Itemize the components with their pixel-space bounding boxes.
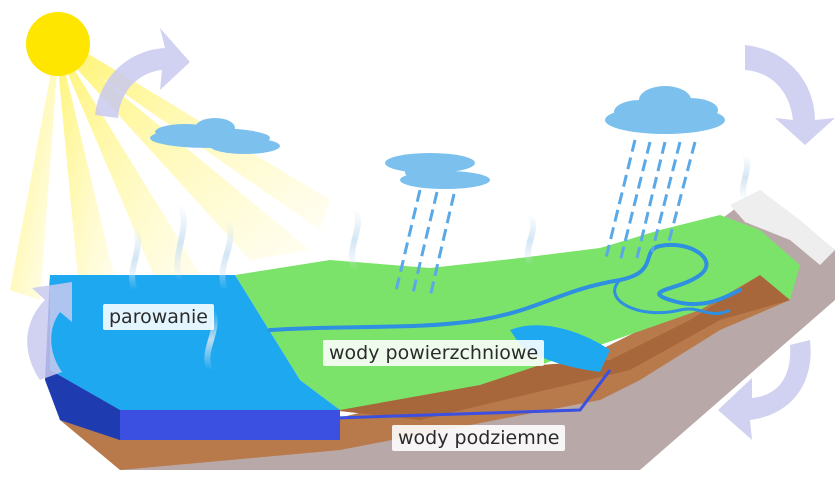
sun-icon [26, 12, 90, 76]
cloud-icon [385, 153, 490, 189]
surface-water-label: wody powierzchniowe [323, 340, 544, 366]
sun-rays [10, 44, 330, 300]
evaporation-label: parowanie [103, 304, 214, 330]
groundwater-label: wody podziemne [392, 425, 565, 451]
cloud-icon [605, 86, 725, 134]
